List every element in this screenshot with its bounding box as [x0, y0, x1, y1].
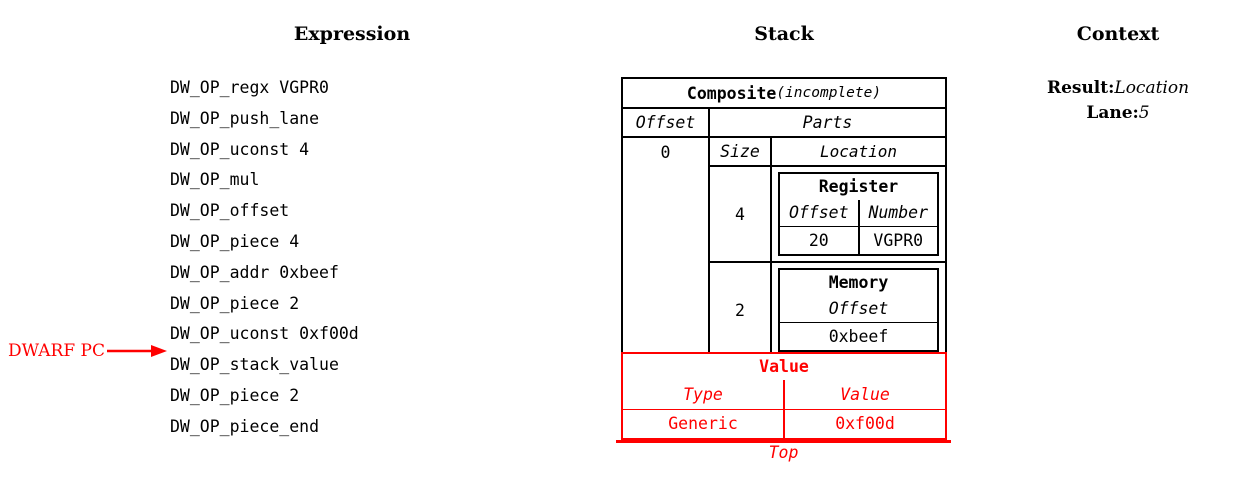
- value-type-value: Generic: [668, 414, 738, 433]
- part-size-value: 4: [710, 167, 772, 261]
- composite-offset-filler: [623, 167, 708, 357]
- stack-top-label: Top: [768, 443, 799, 462]
- expression-line: DW_OP_push_lane: [170, 108, 320, 128]
- memory-title: Memory: [828, 273, 889, 292]
- expression-line: DW_OP_piece 2: [170, 293, 300, 313]
- register-header-row: Offset Number: [780, 200, 937, 227]
- composite-offset-header: Offset: [623, 109, 708, 138]
- context-row: Lane:5: [1014, 101, 1222, 126]
- expression-line: DW_OP_uconst 0xf00d: [170, 324, 359, 344]
- stack-top-rule: [616, 440, 951, 443]
- parts-size-header: Size: [710, 138, 772, 165]
- value-value-value: 0xf00d: [783, 410, 945, 438]
- memory-offset-value: 0xbeef: [828, 327, 889, 346]
- parts-location-header: Location: [819, 142, 898, 161]
- composite-title-note: (incomplete): [776, 85, 882, 101]
- dwarf-pc-label: DWARF PC: [8, 341, 105, 361]
- composite-stack-entry: Composite(incomplete) Offset 0 Parts Siz…: [621, 77, 947, 359]
- part-size-value: 2: [710, 263, 772, 357]
- context-row: Result:Location: [1014, 76, 1222, 101]
- part-location-cell: Memory Offset 0xbeef: [772, 263, 945, 357]
- value-data-row: Generic 0xf00d: [623, 410, 945, 438]
- composite-part-row: 4 Register Offset Number 20 VGPR0: [710, 167, 945, 263]
- expression-line: DW_OP_piece 4: [170, 231, 300, 251]
- composite-part-row: 2 Memory Offset 0xbeef: [710, 263, 945, 357]
- expression-column-header: Expression: [293, 23, 411, 45]
- expression-line: DW_OP_stack_value: [170, 355, 339, 375]
- composite-title-text: Composite: [686, 83, 777, 103]
- value-value-header: Value: [783, 380, 945, 409]
- composite-body: Offset 0 Parts Size Location 4 Register …: [623, 109, 945, 357]
- stack-column-header: Stack: [754, 23, 814, 45]
- value-title: Value: [759, 357, 809, 376]
- context-column-header: Context: [1076, 23, 1160, 45]
- register-value-row: 20 VGPR0: [780, 227, 937, 254]
- memory-location-table: Memory Offset 0xbeef: [778, 268, 939, 352]
- composite-parts-column: Parts Size Location 4 Register Offset Nu…: [710, 109, 945, 357]
- context-result-key: Result:: [1046, 78, 1115, 98]
- composite-parts-header: Parts: [710, 109, 945, 138]
- arrow-right-icon: [106, 345, 167, 357]
- register-location-table: Register Offset Number 20 VGPR0: [778, 172, 939, 256]
- composite-offset-column: Offset 0: [623, 109, 710, 357]
- composite-title-row: Composite(incomplete): [623, 79, 945, 109]
- expression-line: DW_OP_piece 2: [170, 385, 300, 405]
- register-offset-header: Offset: [788, 203, 849, 222]
- expression-line: DW_OP_uconst 4: [170, 139, 310, 159]
- context-lane-key: Lane:: [1086, 103, 1139, 123]
- composite-parts-subheader: Size Location: [710, 138, 945, 167]
- expression-line: DW_OP_regx VGPR0: [170, 78, 329, 97]
- context-lane-value: 5: [1138, 103, 1150, 123]
- context-result-value: Location: [1114, 78, 1190, 98]
- part-location-cell: Register Offset Number 20 VGPR0: [772, 167, 945, 261]
- register-number-value: VGPR0: [857, 227, 938, 254]
- register-offset-value: 20: [808, 231, 829, 250]
- register-number-header: Number: [857, 200, 938, 226]
- value-stack-entry: Value Type Value Generic 0xf00d: [621, 352, 947, 440]
- memory-offset-header: Offset: [780, 296, 937, 323]
- expression-listing: DW_OP_regx VGPR0 DW_OP_push_lane DW_OP_u…: [170, 73, 359, 443]
- register-title: Register: [818, 177, 899, 196]
- dwarf-pc-marker: DWARF PC: [8, 337, 169, 365]
- expression-line: DW_OP_piece_end: [170, 416, 320, 436]
- value-header-row: Type Value: [623, 380, 945, 410]
- expression-line: DW_OP_mul: [170, 170, 260, 190]
- expression-line: DW_OP_addr 0xbeef: [170, 262, 339, 282]
- context-listing: Result:Location Lane:5: [1014, 76, 1222, 126]
- composite-offset-value: 0: [660, 143, 671, 162]
- expression-line: DW_OP_offset: [170, 201, 290, 221]
- value-type-header: Type: [683, 385, 723, 404]
